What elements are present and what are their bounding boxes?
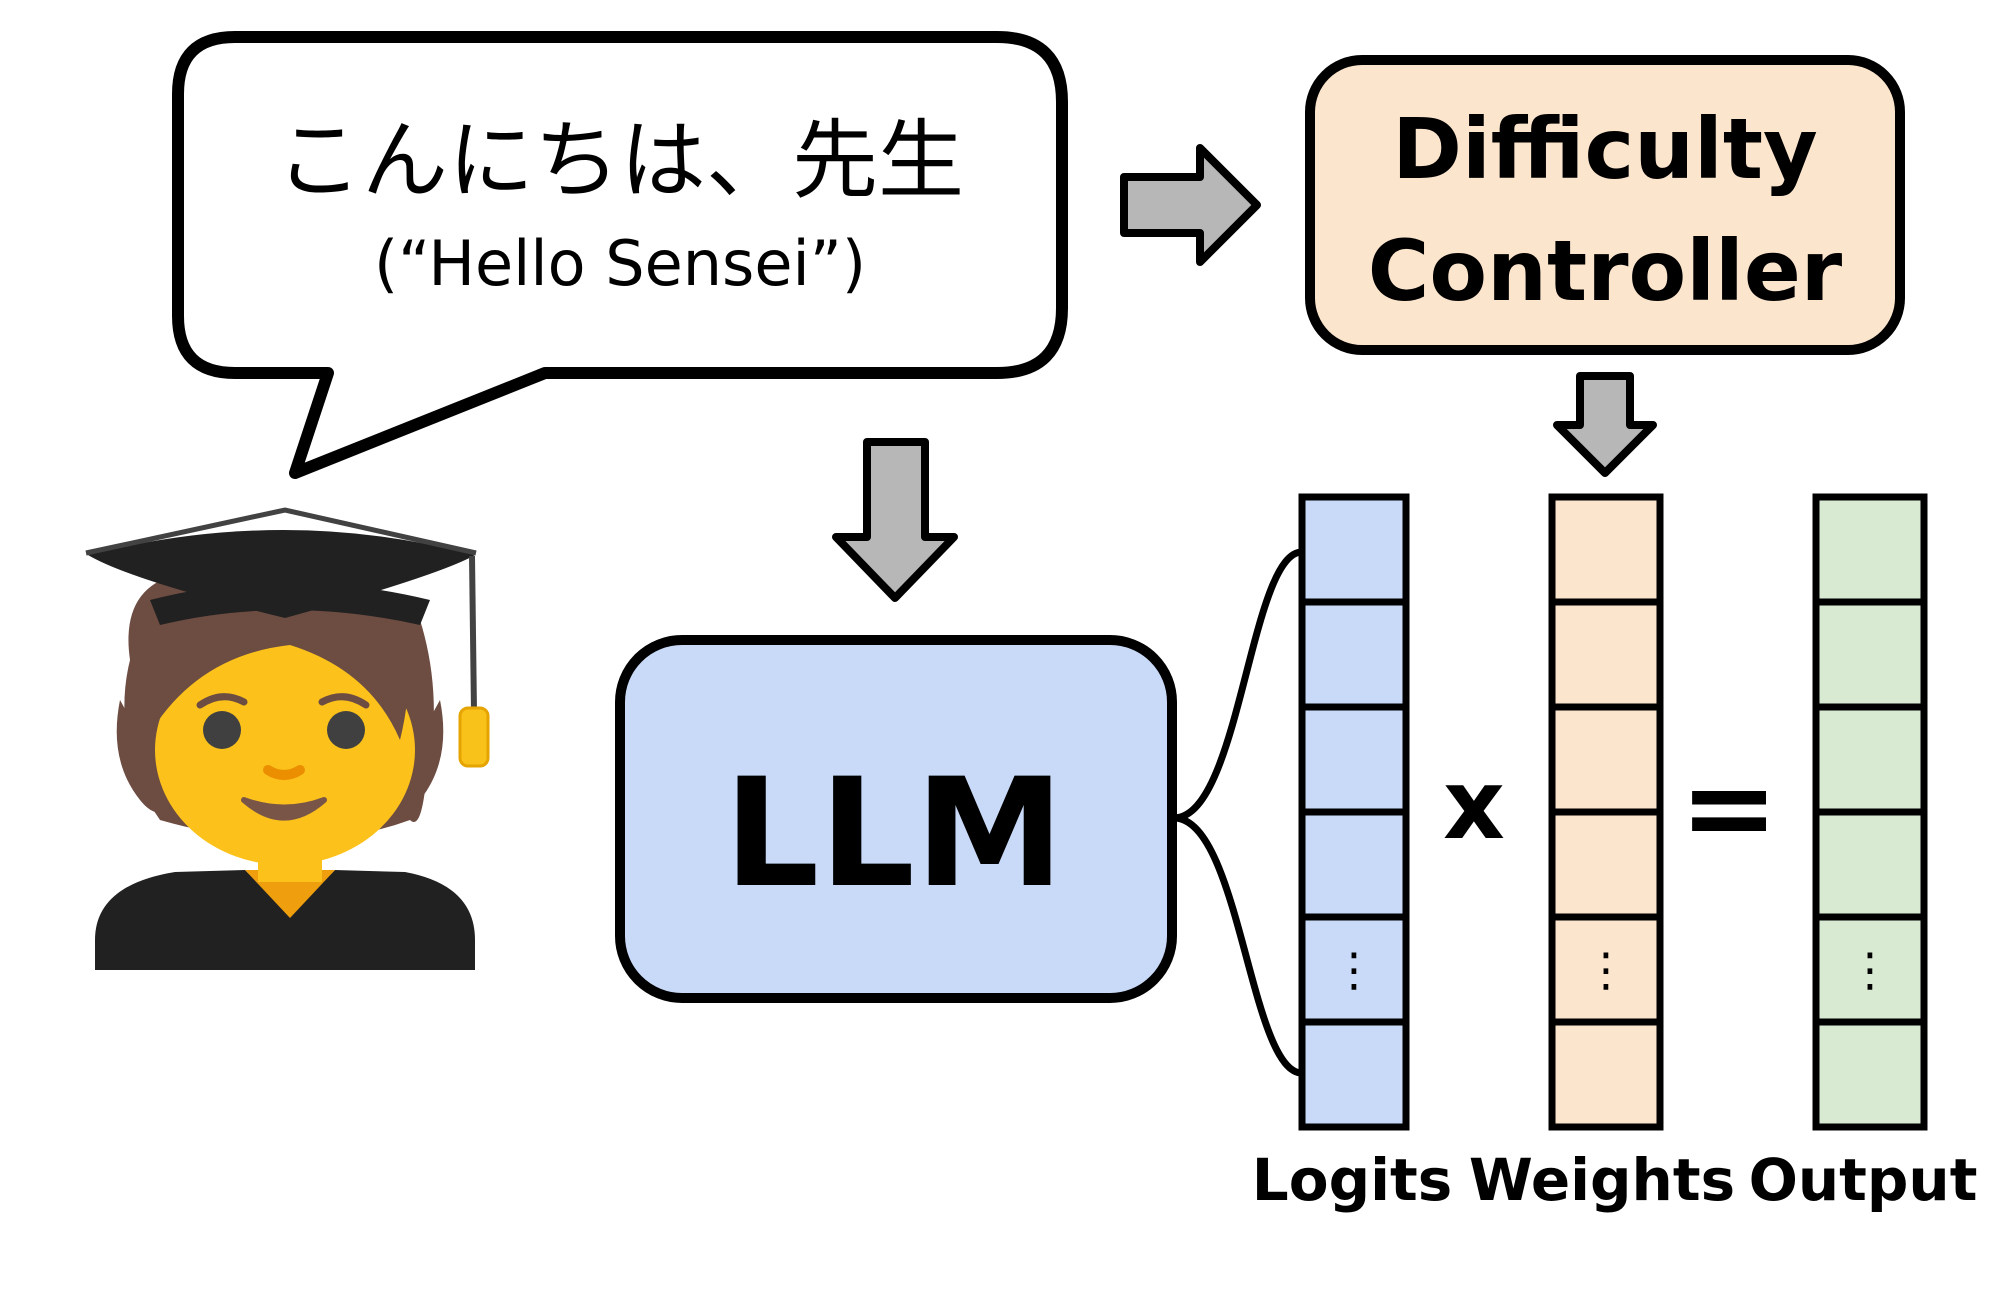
llm-box: LLM (615, 635, 1177, 1003)
weights-cell (1548, 808, 1664, 921)
weights-label: Weights (1469, 1146, 1735, 1214)
llm-to-logits-brace (1170, 548, 1306, 1077)
logits-cell (1298, 493, 1410, 606)
speech-translation-text: (“Hello Sensei”) (374, 227, 866, 300)
difficulty-controller-box: Difficulty Controller (1305, 55, 1905, 355)
controller-label-line1: Difficulty (1392, 100, 1818, 198)
output-cell (1812, 598, 1928, 711)
student-graduate-icon (85, 507, 490, 970)
weights-cell (1548, 913, 1664, 1026)
arrow-speech-to-llm (832, 438, 958, 602)
arrow-to-controller (1120, 144, 1261, 266)
multiply-operator: x (1443, 749, 1505, 861)
speech-japanese-text: こんにちは、先生 (276, 111, 964, 211)
weights-cell (1548, 493, 1664, 606)
output-label: Output (1749, 1146, 1978, 1214)
output-cell (1812, 703, 1928, 816)
equals-operator: = (1680, 738, 1779, 876)
logits-cell (1298, 1018, 1410, 1131)
speech-bubble: こんにちは、先生 (“Hello Sensei”) (172, 31, 1068, 479)
weights-cell (1548, 703, 1664, 816)
output-cell (1812, 913, 1928, 1026)
weights-ellipsis: ⋮ (1583, 943, 1629, 997)
weights-cell (1548, 1018, 1664, 1131)
output-cell (1812, 493, 1928, 606)
logits-vector: ⋮ (1298, 493, 1410, 1131)
logits-label: Logits (1252, 1146, 1452, 1214)
logits-ellipsis: ⋮ (1331, 943, 1377, 997)
controller-label-line2: Controller (1368, 222, 1843, 320)
weights-cell (1548, 598, 1664, 711)
output-ellipsis: ⋮ (1847, 943, 1893, 997)
arrow-controller-to-weights (1553, 372, 1657, 477)
output-cell (1812, 1018, 1928, 1131)
weights-vector: ⋮ (1548, 493, 1664, 1131)
logits-cell (1298, 703, 1410, 816)
logits-cell (1298, 598, 1410, 711)
output-vector: ⋮ (1812, 493, 1928, 1131)
output-cell (1812, 808, 1928, 921)
llm-label: LLM (724, 747, 1064, 921)
logits-cell (1298, 808, 1410, 921)
